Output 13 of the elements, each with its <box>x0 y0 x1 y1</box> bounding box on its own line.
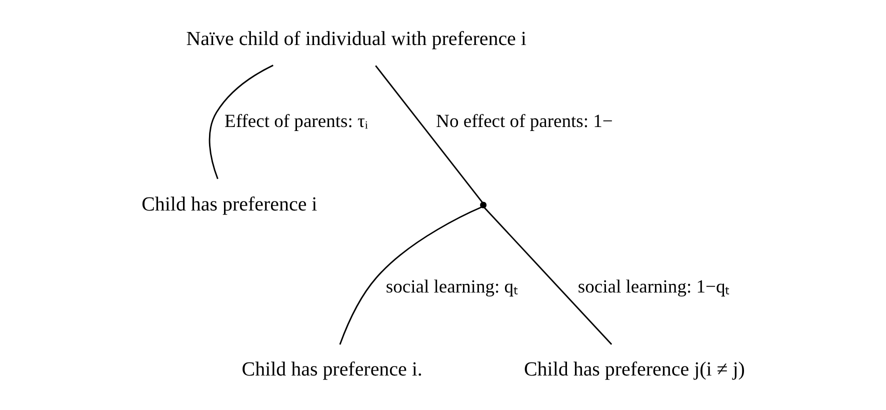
connector <box>484 206 612 345</box>
connector <box>375 65 484 203</box>
node-text: Child has preference i. <box>242 358 422 381</box>
edge-label: social learning: qₜ <box>386 276 518 298</box>
node-text: Child has preference j(i ≠ j) <box>524 358 745 381</box>
node-text: Naïve child of individual with preference i <box>186 28 526 50</box>
edge-label: No effect of parents: 1− <box>436 111 613 132</box>
edge-label: Effect of parents: τᵢ <box>224 111 368 132</box>
connector <box>339 206 482 345</box>
node-text: Child has preference i <box>142 193 318 216</box>
edge-label: social learning: 1−qₜ <box>578 276 730 298</box>
node-point <box>480 202 487 208</box>
connector <box>208 64 274 180</box>
